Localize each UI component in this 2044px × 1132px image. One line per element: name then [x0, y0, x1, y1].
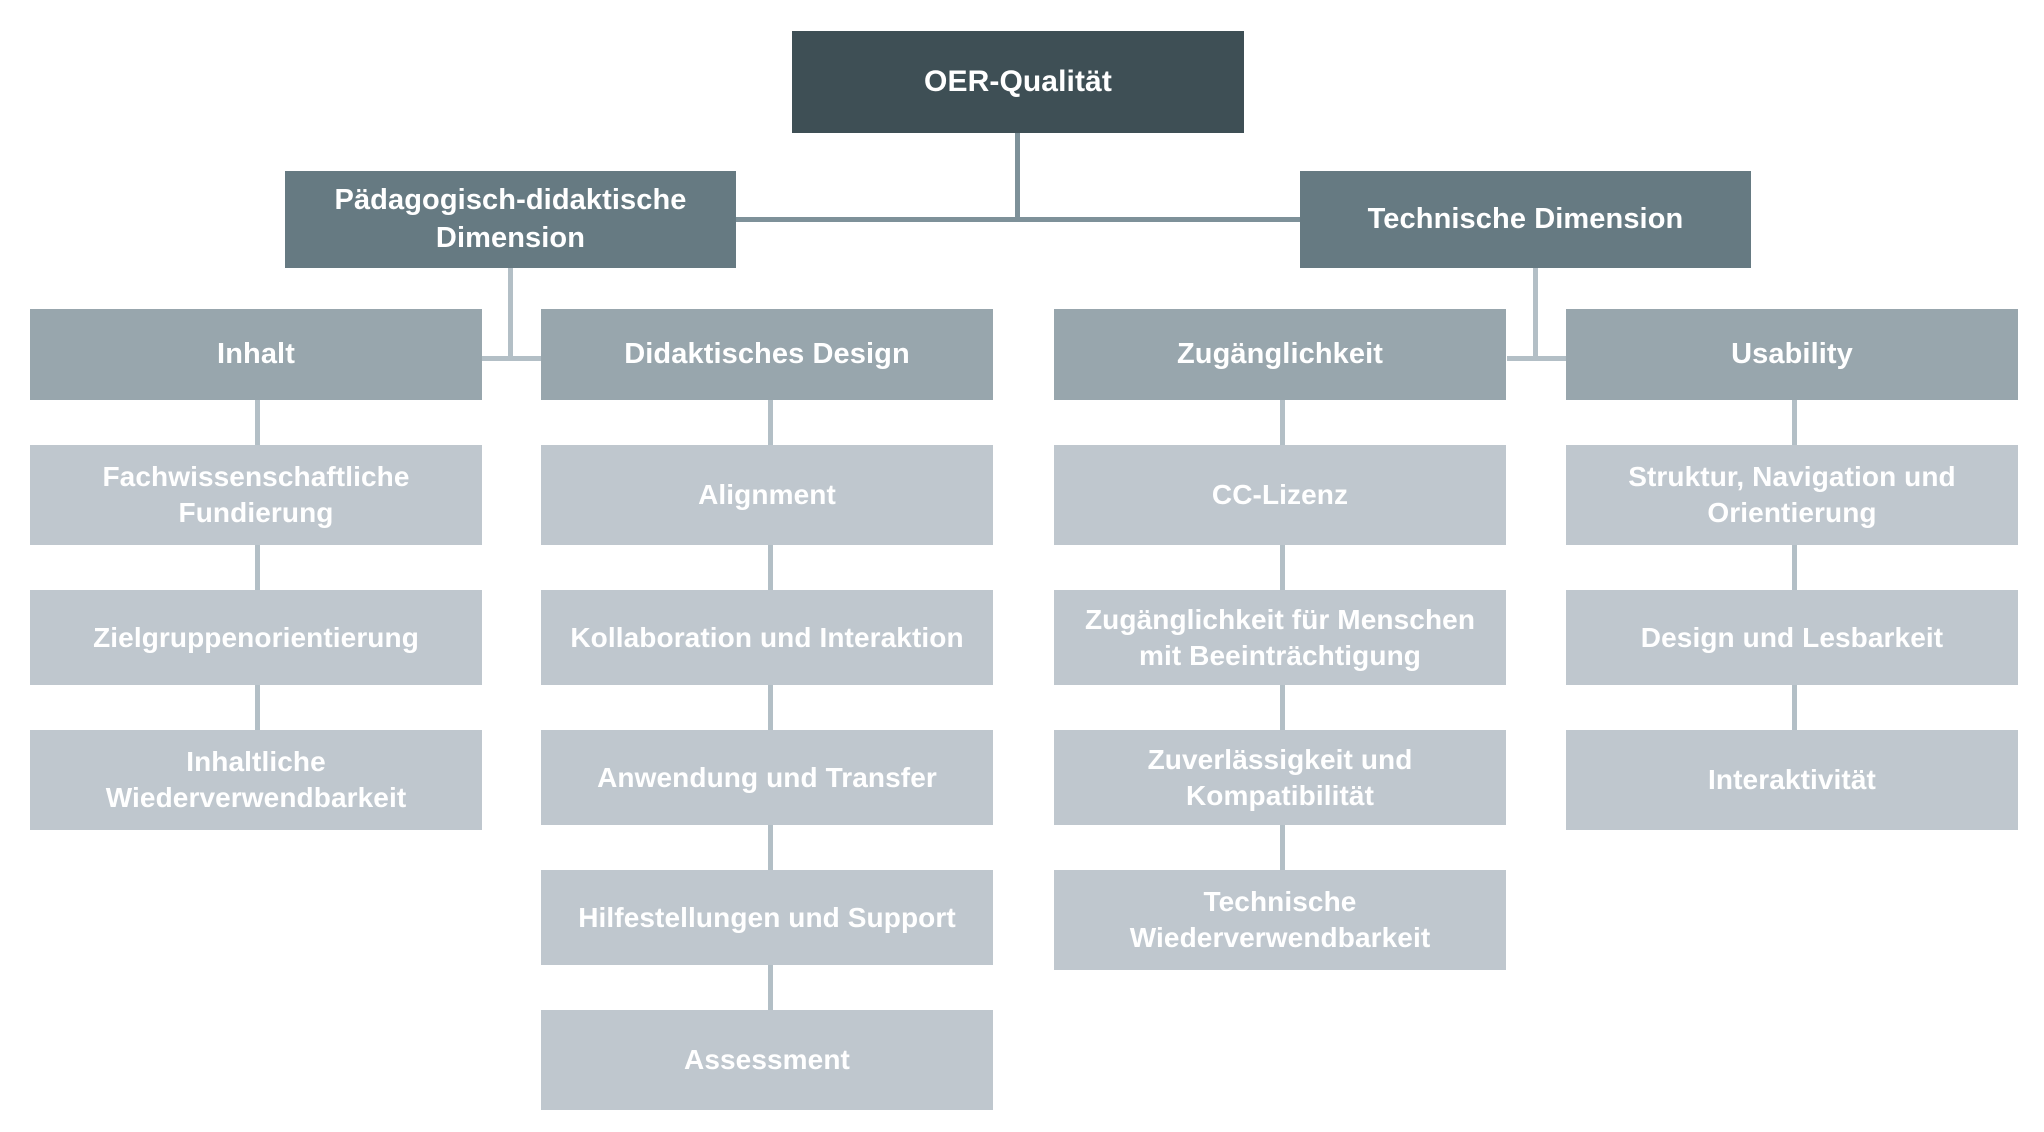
node-zugaenglichkeit-fuer-menschen-mit-beeintraechtigung[interactable]: Zugänglichkeit für Menschen mit Beeinträ… [1054, 590, 1506, 685]
node-inhalt[interactable]: Inhalt [30, 309, 482, 400]
node-hilfestellungen-und-support[interactable]: Hilfestellungen und Support [541, 870, 993, 965]
node-interaktivitaet[interactable]: Interaktivität [1566, 730, 2018, 830]
node-assessment[interactable]: Assessment [541, 1010, 993, 1110]
node-label: Inhaltliche Wiederverwendbarkeit [105, 746, 407, 813]
connector-zugang-spine-1 [1280, 400, 1285, 445]
node-usability[interactable]: Usability [1566, 309, 2018, 400]
connector-didaktik-spine-2 [768, 545, 773, 590]
node-label: Design und Lesbarkeit [1640, 621, 1944, 653]
node-label: Zugänglichkeit [1176, 337, 1384, 370]
node-paedagogisch-didaktische-dimension[interactable]: Pädagogisch-didaktische Dimension [285, 171, 736, 268]
node-zuverlaessigkeit-und-kompatibilitaet[interactable]: Zuverlässigkeit und Kompatibilität [1054, 730, 1506, 825]
connector-tech-category-bus [1507, 356, 1566, 361]
node-technische-dimension[interactable]: Technische Dimension [1300, 171, 1751, 268]
connector-zugang-spine-3 [1280, 685, 1285, 730]
node-label: Technische Dimension [1367, 202, 1684, 235]
node-inhaltliche-wiederverwendbarkeit[interactable]: Inhaltliche Wiederverwendbarkeit [30, 730, 482, 830]
connector-tech-down [1533, 268, 1538, 360]
node-label: Alignment [698, 479, 836, 511]
connector-inhalt-spine [255, 400, 260, 445]
node-label: CC-Lizenz [1211, 479, 1349, 511]
node-label: Fachwissenschaftliche Fundierung [102, 461, 410, 528]
node-label: Struktur, Navigation und Orientierung [1628, 461, 1956, 528]
node-label: Zielgruppenorientierung [93, 621, 419, 653]
connector-paed-category-bus [482, 356, 541, 361]
connector-didaktik-spine-5 [768, 965, 773, 1010]
node-label: Technische Wiederverwendbarkeit [1129, 886, 1431, 953]
node-label: OER-Qualität [924, 64, 1112, 98]
connector-zugang-spine-2 [1280, 545, 1285, 590]
connector-inhalt-spine-3 [255, 685, 260, 730]
node-struktur-navigation-und-orientierung[interactable]: Struktur, Navigation und Orientierung [1566, 445, 2018, 545]
node-label: Zugänglichkeit für Menschen mit Beeinträ… [1084, 603, 1476, 671]
node-fachwissenschaftliche-fundierung[interactable]: Fachwissenschaftliche Fundierung [30, 445, 482, 545]
node-label: Hilfestellungen und Support [578, 901, 956, 933]
node-label: Zuverlässigkeit und Kompatibilität [1147, 743, 1413, 811]
connector-paed-down [508, 268, 513, 360]
connector-didaktik-spine-4 [768, 825, 773, 870]
node-label: Kollaboration und Interaktion [570, 621, 964, 653]
connector-zugang-spine-4 [1280, 825, 1285, 870]
node-label: Usability [1731, 337, 1853, 370]
connector-didaktik-spine-1 [768, 400, 773, 445]
node-label: Assessment [684, 1044, 850, 1076]
node-label: Anwendung und Transfer [597, 761, 937, 793]
node-kollaboration-und-interaktion[interactable]: Kollaboration und Interaktion [541, 590, 993, 685]
node-alignment[interactable]: Alignment [541, 445, 993, 545]
connector-usability-spine-3 [1792, 685, 1797, 730]
node-cc-lizenz[interactable]: CC-Lizenz [1054, 445, 1506, 545]
node-zugaenglichkeit[interactable]: Zugänglichkeit [1054, 309, 1506, 400]
node-label: Pädagogisch-didaktische Dimension [334, 184, 687, 254]
connector-root-down [1015, 133, 1020, 219]
node-label: Inhalt [217, 337, 295, 370]
connector-dimension-bus [736, 217, 1300, 222]
node-zielgruppenorientierung[interactable]: Zielgruppenorientierung [30, 590, 482, 685]
connector-didaktik-spine-3 [768, 685, 773, 730]
node-label: Interaktivität [1708, 764, 1876, 796]
connector-usability-spine-2 [1792, 545, 1797, 590]
node-design-und-lesbarkeit[interactable]: Design und Lesbarkeit [1566, 590, 2018, 685]
node-technische-wiederverwendbarkeit[interactable]: Technische Wiederverwendbarkeit [1054, 870, 1506, 970]
node-anwendung-und-transfer[interactable]: Anwendung und Transfer [541, 730, 993, 825]
node-oer-qualitaet[interactable]: OER-Qualität [792, 31, 1244, 133]
node-label: Didaktisches Design [624, 337, 910, 370]
connector-inhalt-spine-2 [255, 545, 260, 590]
node-didaktisches-design[interactable]: Didaktisches Design [541, 309, 993, 400]
connector-usability-spine-1 [1792, 400, 1797, 445]
